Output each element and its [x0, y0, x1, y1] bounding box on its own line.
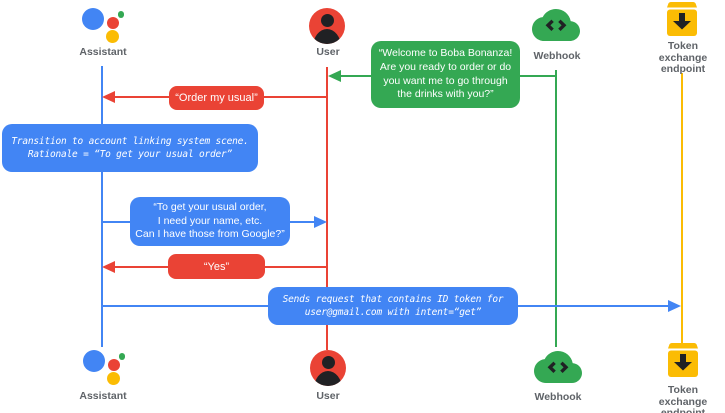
user-label-bottom: User — [316, 390, 340, 402]
user-avatar-icon — [310, 350, 346, 386]
token-endpoint-lifeline — [681, 73, 683, 344]
assistant-yellow-dot — [107, 372, 120, 385]
order-arrowhead-left-icon — [102, 91, 115, 103]
assistant-red-dot — [108, 359, 120, 371]
assistant-blue-dot — [83, 350, 105, 372]
user-shoulders-shape — [314, 371, 342, 386]
google-assistant-icon — [77, 7, 127, 47]
assistant-green-dot — [118, 353, 125, 360]
ask-message-bubble: “To get your usual order, I need your na… — [130, 197, 290, 246]
yes-message-bubble: “Yes” — [168, 254, 265, 279]
user-avatar-icon — [309, 8, 345, 44]
welcome-message-bubble: “Welcome to Boba Bonanza! Are you ready … — [371, 41, 520, 108]
request-arrowhead-right-icon — [668, 300, 681, 312]
user-label-top: User — [316, 46, 340, 58]
ask-arrowhead-right-icon — [314, 216, 327, 228]
token-endpoint-archive-icon — [668, 343, 698, 377]
user-lifeline — [326, 67, 328, 350]
token-endpoint-label-bottom: Token exchange endpoint — [658, 384, 708, 413]
transition-note-bubble: Transition to account linking system sce… — [2, 124, 258, 172]
assistant-red-dot — [107, 17, 119, 29]
welcome-arrowhead-left-icon — [328, 70, 341, 82]
webhook-cloud-code-icon — [534, 351, 582, 383]
assistant-label-bottom: Assistant — [79, 390, 127, 402]
request-message-bubble: Sends request that contains ID token for… — [268, 287, 518, 325]
token-endpoint-archive-icon — [667, 2, 697, 36]
token-endpoint-label-top: Token exchange endpoint — [658, 40, 708, 75]
user-head-shape — [321, 356, 335, 369]
webhook-lifeline — [555, 70, 557, 347]
assistant-green-dot — [117, 11, 124, 18]
google-assistant-icon — [78, 349, 128, 389]
yes-arrowhead-left-icon — [102, 261, 115, 273]
user-head-shape — [320, 14, 334, 27]
webhook-label-top: Webhook — [533, 50, 581, 62]
order-message-bubble: “Order my usual” — [169, 86, 264, 110]
assistant-lifeline — [101, 66, 103, 347]
webhook-cloud-code-icon — [532, 8, 580, 41]
assistant-yellow-dot — [106, 30, 119, 43]
assistant-label-top: Assistant — [79, 46, 127, 58]
webhook-label-bottom: Webhook — [534, 391, 582, 403]
assistant-blue-dot — [82, 8, 104, 30]
user-shoulders-shape — [313, 29, 341, 44]
